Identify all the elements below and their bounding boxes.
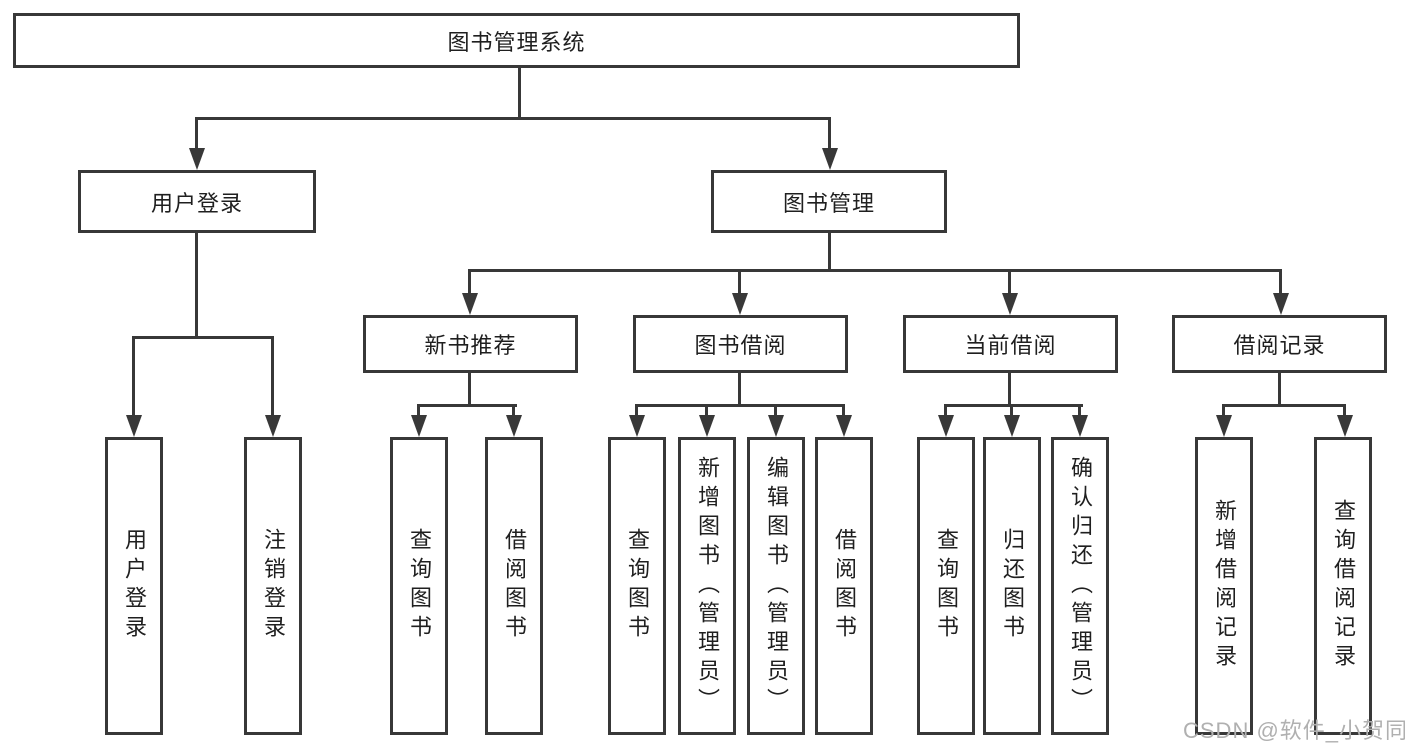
connector-line <box>1278 373 1281 407</box>
connector-line <box>512 404 515 417</box>
connector-line <box>944 404 1083 407</box>
leaf-return-books: 归还图书 <box>983 437 1041 735</box>
connector-line <box>1078 404 1081 417</box>
connector-line <box>738 373 741 407</box>
arrowhead-down <box>1004 415 1020 437</box>
connector-line <box>468 269 471 295</box>
connector-line <box>1008 373 1011 407</box>
leaf-edit-book-admin-label: 编辑图书（管理员） <box>764 455 789 717</box>
node-current-borrow-label: 当前借阅 <box>964 333 1057 358</box>
leaf-borrow-books-borrow: 借阅图书 <box>815 437 873 735</box>
connector-line <box>132 336 135 417</box>
connector-line <box>195 233 198 339</box>
leaf-logout-label: 注销登录 <box>261 528 286 644</box>
connector-line <box>1279 269 1282 295</box>
leaf-edit-book-admin: 编辑图书（管理员） <box>747 437 805 735</box>
arrowhead-down <box>836 415 852 437</box>
connector-line <box>774 404 777 417</box>
leaf-user-login: 用户登录 <box>105 437 163 735</box>
node-book-borrow: 图书借阅 <box>633 315 848 373</box>
node-borrow-records: 借阅记录 <box>1172 315 1387 373</box>
arrowhead-down <box>189 148 205 170</box>
arrowhead-down <box>732 293 748 315</box>
connector-line <box>518 68 521 119</box>
leaf-borrow-books-borrow-label: 借阅图书 <box>832 528 857 644</box>
node-current-borrow: 当前借阅 <box>903 315 1118 373</box>
connector-line <box>468 269 1282 272</box>
connector-line <box>635 404 638 417</box>
arrowhead-down <box>699 415 715 437</box>
arrowhead-down <box>822 148 838 170</box>
arrowhead-down <box>462 293 478 315</box>
leaf-add-book-admin-label: 新增图书（管理员） <box>695 455 720 717</box>
leaf-query-books-current-label: 查询图书 <box>934 528 959 644</box>
leaf-return-books-label: 归还图书 <box>1000 528 1025 644</box>
arrowhead-down <box>1337 415 1353 437</box>
arrowhead-down <box>1002 293 1018 315</box>
connector-line <box>417 404 517 407</box>
connector-line <box>195 117 831 120</box>
connector-line <box>132 336 274 339</box>
node-book-management: 图书管理 <box>711 170 947 233</box>
node-user-login: 用户登录 <box>78 170 316 233</box>
leaf-add-borrow-record-label: 新增借阅记录 <box>1212 499 1237 673</box>
arrowhead-down <box>265 415 281 437</box>
connector-line <box>828 117 831 150</box>
node-user-login-label: 用户登录 <box>150 190 243 216</box>
leaf-query-books-borrow-label: 查询图书 <box>625 528 650 644</box>
node-book-management-label: 图书管理 <box>782 190 875 216</box>
arrowhead-down <box>629 415 645 437</box>
leaf-confirm-return-admin: 确认归还（管理员） <box>1051 437 1109 735</box>
connector-line <box>1222 404 1346 407</box>
connector-line <box>828 233 831 272</box>
connector-line <box>635 404 845 407</box>
connector-line <box>271 336 274 417</box>
connector-line <box>705 404 708 417</box>
leaf-query-borrow-record: 查询借阅记录 <box>1314 437 1372 735</box>
arrowhead-down <box>411 415 427 437</box>
leaf-confirm-return-admin-label: 确认归还（管理员） <box>1068 455 1093 717</box>
arrowhead-down <box>938 415 954 437</box>
arrowhead-down <box>506 415 522 437</box>
connector-line <box>1010 404 1013 417</box>
node-root-label: 图书管理系统 <box>447 29 586 55</box>
arrowhead-down <box>1273 293 1289 315</box>
connector-line <box>195 117 198 150</box>
leaf-query-books-recommend: 查询图书 <box>390 437 448 735</box>
leaf-borrow-books-recommend-label: 借阅图书 <box>502 528 527 644</box>
leaf-borrow-books-recommend: 借阅图书 <box>485 437 543 735</box>
leaf-add-borrow-record: 新增借阅记录 <box>1195 437 1253 735</box>
leaf-query-books-recommend-label: 查询图书 <box>407 528 432 644</box>
leaf-user-login-label: 用户登录 <box>122 528 147 644</box>
connector-line <box>1343 404 1346 417</box>
leaf-query-books-borrow: 查询图书 <box>608 437 666 735</box>
connector-line <box>944 404 947 417</box>
node-borrow-records-label: 借阅记录 <box>1233 333 1326 358</box>
leaf-logout: 注销登录 <box>244 437 302 735</box>
connector-line <box>738 269 741 295</box>
connector-line <box>468 373 471 407</box>
connector-line <box>1008 269 1011 295</box>
arrowhead-down <box>1216 415 1232 437</box>
connector-line <box>1222 404 1225 417</box>
csdn-watermark: CSDN @软件_小贺同学 <box>1183 718 1405 743</box>
leaf-query-borrow-record-label: 查询借阅记录 <box>1331 499 1356 673</box>
connector-line <box>417 404 420 417</box>
node-new-book-recommend-label: 新书推荐 <box>424 333 517 358</box>
node-new-book-recommend: 新书推荐 <box>363 315 578 373</box>
connector-line <box>842 404 845 417</box>
arrowhead-down <box>1072 415 1088 437</box>
arrowhead-down <box>768 415 784 437</box>
node-root: 图书管理系统 <box>13 13 1020 68</box>
leaf-add-book-admin: 新增图书（管理员） <box>678 437 736 735</box>
node-book-borrow-label: 图书借阅 <box>694 333 787 358</box>
arrowhead-down <box>126 415 142 437</box>
leaf-query-books-current: 查询图书 <box>917 437 975 735</box>
